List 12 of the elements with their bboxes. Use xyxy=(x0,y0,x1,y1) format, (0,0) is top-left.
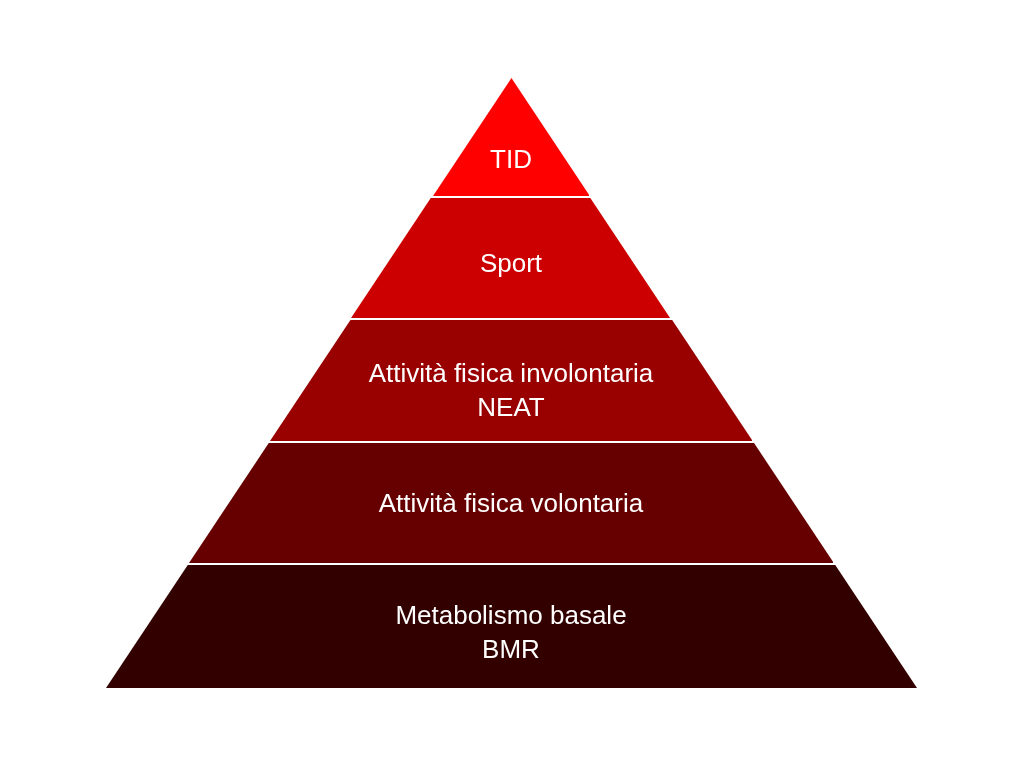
pyramid-tier xyxy=(269,320,753,441)
tier-label: Attività fisica volontaria xyxy=(378,487,644,520)
tier-label: BMR xyxy=(482,632,540,666)
tier-label: NEAT xyxy=(477,390,545,424)
pyramid-tier xyxy=(432,78,590,196)
tier-label: Attività fisica involontaria xyxy=(368,356,654,390)
tier-label: Sport xyxy=(479,247,543,280)
pyramid-tier xyxy=(188,443,834,563)
tier-label: Metabolismo basale xyxy=(395,598,627,632)
pyramid-tier xyxy=(351,198,671,318)
pyramid-tier xyxy=(105,565,917,688)
tier-label: TID xyxy=(490,143,532,176)
